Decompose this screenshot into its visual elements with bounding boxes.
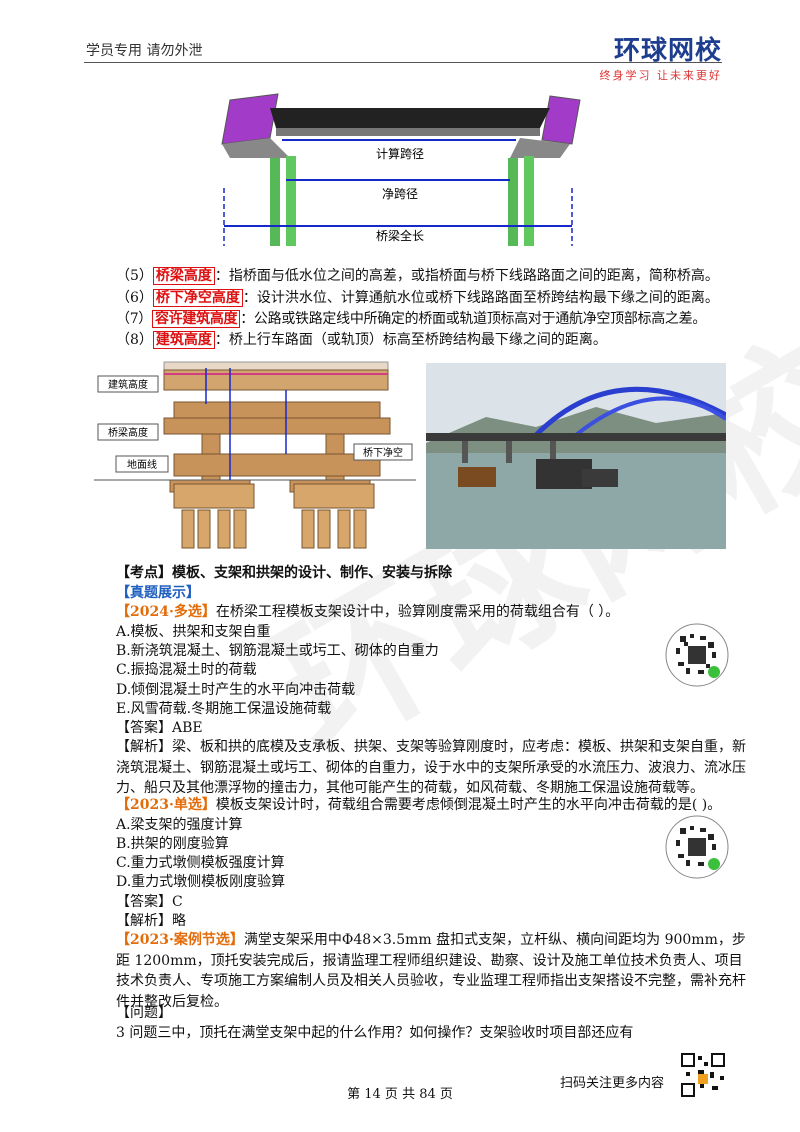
q2-option-b: B.拱架的刚度验算 [116,836,229,852]
q2-option-d: D.重力式墩侧模板刚度验算 [116,874,286,890]
q1-option-b: B.新浇筑混凝土、钢筋混凝土或圬工、砌体的自重力 [116,643,439,659]
brand-logo: 环球网校 终身学习 让未来更好 [600,30,723,83]
q1-option-a: A.模板、拱架和支架自重 [116,624,271,640]
qr-code-icon [665,623,729,687]
q1-option-e: E.风雪荷载.冬期施工保温设施荷载 [116,701,332,717]
q2-option-c: C.重力式墩侧模板强度计算 [116,855,285,871]
q2-option-a: A.梁支架的强度计算 [116,817,243,833]
logo-slogan: 终身学习 让未来更好 [599,69,722,82]
label-clearance: 桥下净空 [363,446,403,459]
q3-question-label: 【问题】 [116,1005,172,1021]
bridge-height-diagram: 建筑高度 桥梁高度 地面线 桥下净空 [94,361,416,549]
q3-question: 3 问题三中，顶托在满堂支架中起的什么作用？如何操作？支架验收时项目部还应有 [116,1025,634,1041]
scan-prompt: 扫码关注更多内容 [560,1076,665,1091]
q1-analysis: 【解析】梁、板和拱的底模及支承板、拱架、支架等验算刚度时，应考虑：模板、拱架和支… [116,739,746,796]
definition-8: （8）建筑高度：桥上行车路面（或轨顶）标高至桥跨结构最下缘之间的距离。 [116,331,607,349]
q2-answer: 【答案】C [116,894,183,910]
q1-answer: 【答案】ABE [116,720,203,736]
q2-stem: 【2023·单选】模板支架设计时，荷载组合需要考虑倾倒混凝土时产生的水平向冲击荷… [116,797,722,813]
definition-5: （5）桥梁高度：指桥面与低水位之间的高差，或指桥面与桥下线路路面之间的距离，简称… [116,267,719,285]
definition-7: （7）容许建筑高度：公路或铁路定线中所确定的桥面或轨道顶标高对于通航净空顶部标高… [116,310,707,328]
logo-title: 环球网校 [613,36,722,66]
label-bridge-height: 桥梁高度 [108,426,148,439]
arch-bridge-photo [426,363,726,549]
label-bridge-length: 桥梁全长 [376,228,424,243]
label-building-height: 建筑高度 [108,378,148,391]
qr-code-icon [665,815,729,879]
definition-6: （6）桥下净空高度：设计洪水位、计算通航水位或桥下线路路面至桥跨结构最下缘之间的… [116,289,719,307]
q2-analysis: 【解析】略 [116,913,186,929]
label-computed-span: 计算跨径 [376,146,424,161]
q3-text: 【2023·案例节选】满堂支架采用中Φ48×3.5mm 盘扣式支架，立杆纵、横向… [116,932,746,1010]
footer-qr-code-icon [680,1052,726,1098]
q1-option-d: D.倾倒混凝土时产生的水平向冲击荷载 [116,682,356,698]
section-title: 【考点】模板、支架和拱架的设计、制作、安装与拆除 [116,565,452,581]
page-number: 第 14 页 共 84 页 [347,1087,453,1102]
section-subtitle: 【真题展示】 [116,585,200,601]
q1-stem: 【2024·多选】在桥梁工程模板支架设计中，验算刚度需采用的荷载组合有（ ）。 [116,604,620,620]
label-ground-line: 地面线 [127,458,157,471]
label-clear-span: 净跨径 [382,187,418,201]
header-divider [84,62,722,63]
header-notice: 学员专用 请勿外泄 [86,43,203,59]
q1-option-c: C.振捣混凝土时的荷载 [116,662,257,678]
bridge-span-diagram: 计算跨径 净跨径 桥梁全长 [221,93,581,246]
